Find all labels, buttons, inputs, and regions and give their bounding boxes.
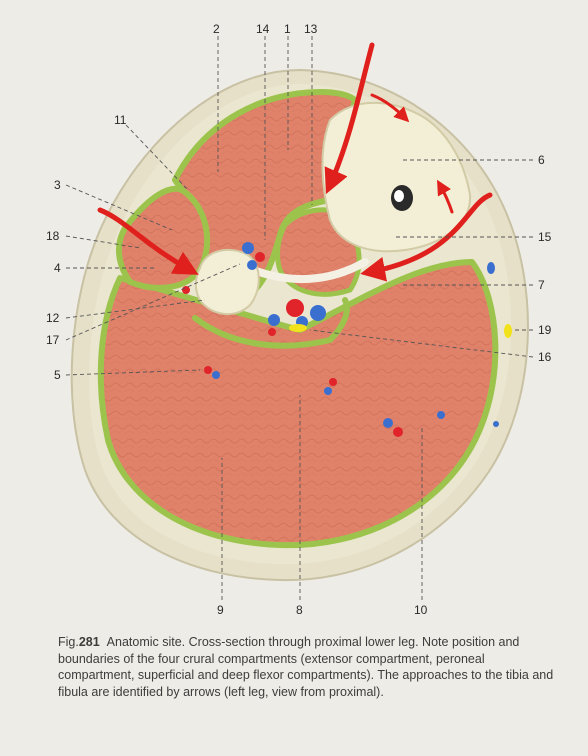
interosseous-membrane <box>244 258 369 284</box>
label-2: 2 <box>213 22 220 36</box>
label-14: 14 <box>256 22 270 36</box>
structure-labels: 2 14 1 13 11 3 18 4 12 17 5 6 15 7 19 16… <box>46 22 552 617</box>
label-17: 17 <box>46 333 60 347</box>
caption-fig-number: 281 <box>78 635 100 649</box>
approach-arrow-fibula <box>97 207 199 275</box>
fibula <box>194 248 260 316</box>
approach-arrow-tibia-medial <box>437 179 454 214</box>
label-18: 18 <box>46 229 60 243</box>
label-7: 7 <box>538 278 545 292</box>
leader-lines <box>65 36 534 600</box>
approach-arrow-anterior <box>324 42 375 195</box>
caption-text: Anatomic site. Cross-section through pro… <box>58 635 554 699</box>
label-13: 13 <box>304 22 318 36</box>
tibia-nutrient-canal-highlight <box>394 190 404 202</box>
label-16: 16 <box>538 350 552 364</box>
label-3: 3 <box>54 178 61 192</box>
label-19: 19 <box>538 323 552 337</box>
cross-section-diagram: 2 14 1 13 11 3 18 4 12 17 5 6 15 7 19 16… <box>46 22 552 617</box>
label-8: 8 <box>296 603 303 617</box>
approach-arrow-tibia-surface <box>370 93 410 123</box>
approach-arrow-posterior-tibia <box>360 192 493 282</box>
label-1: 1 <box>284 22 291 36</box>
label-10: 10 <box>414 603 428 617</box>
caption-fig-prefix: Fig. <box>58 635 79 649</box>
label-11: 11 <box>114 113 127 127</box>
neurovascular-bundles <box>175 242 512 437</box>
figure-caption: Fig.281 Anatomic site. Cross-section thr… <box>58 634 558 700</box>
approach-arrows <box>97 42 493 282</box>
label-6: 6 <box>538 153 545 167</box>
tibia <box>321 101 472 253</box>
label-12: 12 <box>46 311 60 325</box>
label-5: 5 <box>54 368 61 382</box>
deep-posterior-fascia <box>192 297 350 349</box>
label-15: 15 <box>538 230 552 244</box>
label-4: 4 <box>54 261 61 275</box>
label-9: 9 <box>217 603 224 617</box>
